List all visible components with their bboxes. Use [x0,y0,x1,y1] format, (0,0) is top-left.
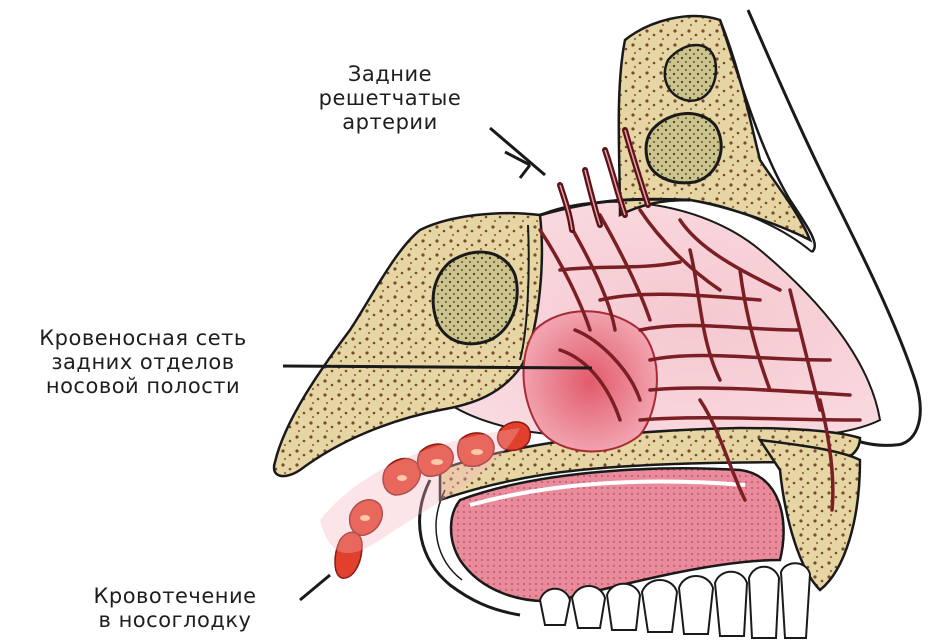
sphenoid-sinus [433,252,517,344]
ethmoid-leader-fork-right [520,165,530,178]
label-posterior-vascular-network: Кровеносная сеть задних отделов носовой … [3,326,283,398]
label-posterior-ethmoid-arteries: Задние решетчатые артерии [300,62,480,134]
label-line: в носоглодку [60,608,290,632]
label-line: Задние [300,62,480,86]
nasopharynx-leader [300,575,330,600]
label-line: артерии [300,110,480,134]
posterior-vascular-hotspot [524,311,657,451]
ethmoid-leader [490,128,545,175]
label-line: Кровеносная сеть [3,326,283,350]
network-leader [283,366,592,368]
label-line: носовой полости [3,374,283,398]
label-line: задних отделов [3,350,283,374]
label-nasopharynx-bleeding: Кровотечение в носоглодку [60,584,290,632]
label-line: решетчатые [300,86,480,110]
frontal-sinus [646,114,721,183]
label-line: Кровотечение [60,584,290,608]
